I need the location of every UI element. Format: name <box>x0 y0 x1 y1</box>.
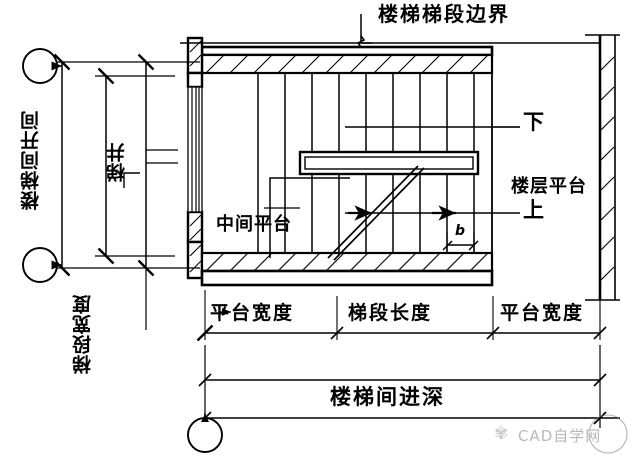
dim-tread-b <box>442 232 479 253</box>
label-up-arrow: 上 <box>523 198 544 222</box>
dim-flight-width <box>123 53 178 330</box>
leader-lines <box>264 126 520 209</box>
flower-logo-icon: ✾ <box>494 424 509 444</box>
wall-right <box>585 34 620 301</box>
label-stair-well: 梯井 <box>106 142 128 182</box>
label-landing-width-right: 平台宽度 <box>500 302 585 324</box>
label-stairwell-depth: 楼梯间进深 <box>330 385 445 409</box>
wall-top <box>200 45 494 75</box>
label-flight-width: 梯段宽度 <box>72 294 94 374</box>
wall-bottom-left-return <box>186 240 204 280</box>
label-down-arrow: 下 <box>523 110 544 134</box>
wall-left-lower <box>186 210 204 244</box>
label-tread-dimension: b <box>455 223 466 239</box>
label-intermediate-landing-text: 中间平台 <box>216 214 292 235</box>
watermark-text: CAD自学网 <box>518 427 602 445</box>
label-floor-landing-text: 楼层平台 <box>511 176 587 197</box>
dim-stair-well <box>95 67 175 265</box>
title-leader <box>180 14 600 48</box>
dim-bottom-chain <box>199 290 607 340</box>
dim-stairwell-bay <box>40 53 200 277</box>
watermark-circle <box>588 414 628 454</box>
label-stairwell-bay: 楼梯间开间 <box>20 110 42 210</box>
label-flight-length: 梯段长度 <box>348 302 433 324</box>
flight-boundary-line <box>269 177 350 258</box>
axis-bubble-bottom-left <box>22 247 62 283</box>
wall-bottom <box>200 251 494 287</box>
label-intermediate-landing: 中间平台 <box>216 180 292 270</box>
break-line-diagonal <box>327 165 425 261</box>
axis-bubble-bottom <box>187 413 223 453</box>
stair-well-slot <box>298 150 480 176</box>
label-landing-width-left: 平台宽度 <box>210 302 295 324</box>
label-floor-landing: 楼层平台 <box>511 142 587 232</box>
axis-bubble-top-left <box>22 48 62 84</box>
label-flight-boundary: 楼梯梯段边界 <box>378 2 510 26</box>
wall-left-window <box>187 86 203 213</box>
